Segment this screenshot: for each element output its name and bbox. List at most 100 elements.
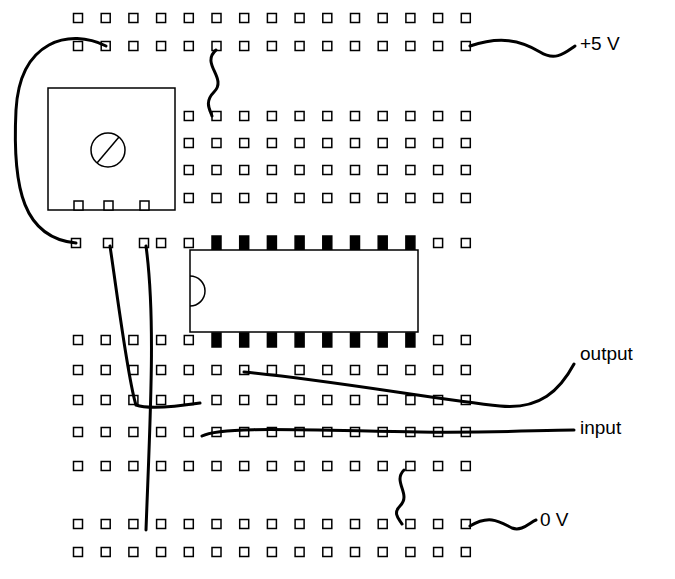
breadboard-hole bbox=[74, 366, 83, 375]
breadboard-hole bbox=[240, 462, 249, 471]
breadboard-hole bbox=[378, 462, 387, 471]
breadboard-hole bbox=[323, 194, 332, 203]
breadboard-hole bbox=[406, 166, 415, 175]
breadboard-hole bbox=[295, 139, 304, 148]
breadboard-hole bbox=[240, 548, 249, 557]
ic-pin bbox=[351, 333, 360, 347]
breadboard-hole bbox=[267, 462, 276, 471]
breadboard-hole bbox=[74, 14, 83, 23]
breadboard-hole bbox=[295, 166, 304, 175]
ic-pin bbox=[406, 236, 415, 250]
breadboard-hole bbox=[157, 14, 166, 23]
breadboard-hole bbox=[157, 366, 166, 375]
breadboard-hole bbox=[351, 520, 360, 529]
breadboard-hole bbox=[184, 166, 193, 175]
breadboard-hole bbox=[295, 548, 304, 557]
breadboard-hole bbox=[240, 112, 249, 121]
breadboard-hole bbox=[212, 366, 221, 375]
breadboard-hole bbox=[101, 520, 110, 529]
breadboard-hole bbox=[434, 42, 443, 51]
breadboard-hole bbox=[240, 14, 249, 23]
breadboard-hole bbox=[434, 14, 443, 23]
breadboard-hole bbox=[267, 520, 276, 529]
breadboard-hole bbox=[406, 520, 415, 529]
breadboard-hole bbox=[351, 548, 360, 557]
potentiometer-slot bbox=[97, 137, 119, 163]
ic-pin bbox=[323, 333, 332, 347]
breadboard-hole bbox=[212, 396, 221, 405]
breadboard-hole bbox=[461, 520, 470, 529]
breadboard-hole bbox=[212, 166, 221, 175]
breadboard-hole bbox=[295, 462, 304, 471]
breadboard-hole bbox=[267, 166, 276, 175]
breadboard-hole bbox=[267, 139, 276, 148]
breadboard-hole bbox=[212, 14, 221, 23]
breadboard-hole bbox=[406, 366, 415, 375]
ic-body bbox=[190, 250, 418, 332]
breadboard-hole bbox=[157, 548, 166, 557]
breadboard-hole bbox=[212, 548, 221, 557]
breadboard-hole bbox=[74, 548, 83, 557]
breadboard-hole bbox=[74, 428, 83, 437]
breadboard-hole bbox=[184, 366, 193, 375]
breadboard-hole bbox=[295, 42, 304, 51]
breadboard-hole bbox=[406, 548, 415, 557]
breadboard-hole bbox=[323, 14, 332, 23]
breadboard-hole bbox=[184, 112, 193, 121]
ic-pin bbox=[378, 333, 387, 347]
ic-pin bbox=[378, 236, 387, 250]
breadboard-hole bbox=[323, 548, 332, 557]
breadboard-hole bbox=[434, 166, 443, 175]
breadboard-hole bbox=[295, 112, 304, 121]
ic-notch bbox=[190, 276, 205, 306]
breadboard-hole bbox=[184, 462, 193, 471]
breadboard-hole bbox=[129, 520, 138, 529]
breadboard-hole bbox=[101, 336, 110, 345]
breadboard-hole bbox=[434, 336, 443, 345]
breadboard-hole bbox=[461, 462, 470, 471]
breadboard-hole bbox=[267, 396, 276, 405]
breadboard-hole bbox=[378, 14, 387, 23]
ic-pin bbox=[351, 236, 360, 250]
breadboard-hole bbox=[295, 14, 304, 23]
breadboard-hole bbox=[240, 396, 249, 405]
breadboard-hole bbox=[157, 239, 166, 248]
breadboard-hole bbox=[378, 194, 387, 203]
breadboard-hole bbox=[184, 428, 193, 437]
breadboard-hole bbox=[351, 366, 360, 375]
breadboard-hole bbox=[378, 166, 387, 175]
breadboard-hole bbox=[406, 112, 415, 121]
breadboard-hole bbox=[212, 520, 221, 529]
breadboard-hole bbox=[351, 166, 360, 175]
breadboard-hole bbox=[378, 520, 387, 529]
breadboard-hole bbox=[351, 14, 360, 23]
breadboard-hole bbox=[461, 139, 470, 148]
ic-pin bbox=[323, 236, 332, 250]
breadboard-hole bbox=[157, 428, 166, 437]
breadboard-hole bbox=[434, 139, 443, 148]
breadboard-hole bbox=[184, 336, 193, 345]
breadboard-hole bbox=[406, 139, 415, 148]
breadboard-hole bbox=[157, 336, 166, 345]
breadboard-hole bbox=[129, 336, 138, 345]
breadboard-hole bbox=[323, 462, 332, 471]
breadboard-hole bbox=[101, 428, 110, 437]
breadboard-hole bbox=[74, 462, 83, 471]
breadboard-hole bbox=[295, 396, 304, 405]
breadboard-hole bbox=[323, 396, 332, 405]
signal-label: output bbox=[578, 344, 635, 365]
breadboard-hole bbox=[351, 42, 360, 51]
potentiometer-body bbox=[48, 88, 175, 210]
breadboard-hole bbox=[295, 194, 304, 203]
breadboard-hole bbox=[461, 548, 470, 557]
breadboard-hole bbox=[184, 14, 193, 23]
breadboard-hole bbox=[434, 366, 443, 375]
breadboard-hole bbox=[101, 366, 110, 375]
breadboard-hole bbox=[212, 139, 221, 148]
breadboard-hole bbox=[406, 396, 415, 405]
breadboard-hole bbox=[184, 520, 193, 529]
breadboard-hole bbox=[351, 112, 360, 121]
breadboard-hole bbox=[378, 112, 387, 121]
breadboard-hole bbox=[74, 520, 83, 529]
breadboard-hole bbox=[323, 520, 332, 529]
